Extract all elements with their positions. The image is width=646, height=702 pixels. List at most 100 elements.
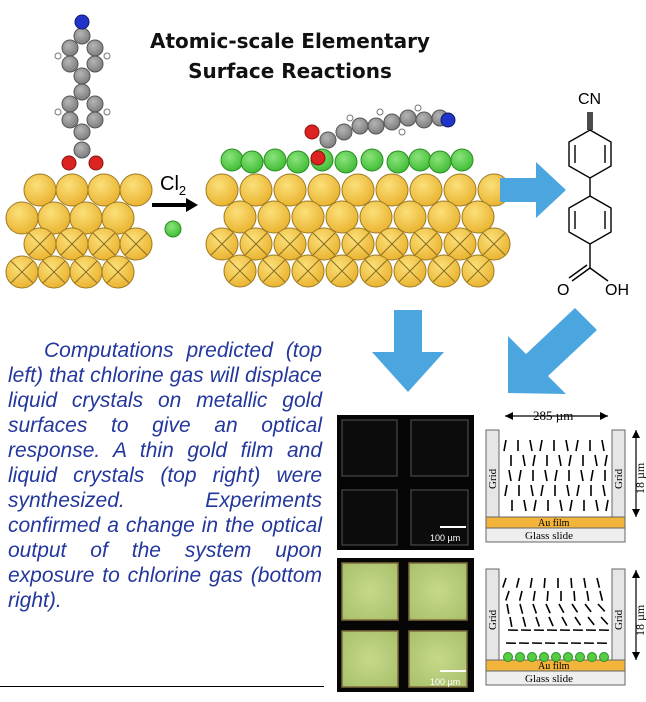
liquid-crystal-mark [532, 454, 536, 467]
chlorine-atom [450, 148, 474, 172]
hydrogen-atom [398, 128, 406, 136]
right-molecule [304, 104, 456, 166]
scalebar-label-bottom: 100 µm [430, 677, 460, 687]
chlorine-dot [575, 652, 585, 662]
liquid-crystal-mark [573, 590, 576, 602]
gold-atom [291, 200, 325, 234]
liquid-crystal-mark [571, 603, 579, 613]
liquid-crystal-mark [584, 603, 592, 613]
chlorine-atom [334, 150, 358, 174]
chlorine-atom [360, 148, 384, 172]
gold-atom [325, 200, 359, 234]
micrograph-after: 100 µm [337, 558, 474, 692]
reagent-label: Cl2 [160, 173, 186, 198]
chlorine-atom [386, 150, 410, 174]
liquid-crystal-mark [519, 603, 524, 614]
liquid-crystal-mark [565, 439, 569, 452]
liquid-crystal-mark [559, 499, 563, 512]
chlorine-dot [539, 652, 549, 662]
liquid-crystal-mark [561, 616, 568, 627]
description-text: Computations predicted (top left) that c… [8, 339, 322, 612]
hydrogen-atom [376, 108, 384, 116]
gold-atom [55, 173, 89, 207]
grid-label-right-top: Grid [613, 468, 625, 489]
liquid-crystal-mark [509, 616, 513, 627]
scalebar-label-top: 100 µm [430, 533, 460, 543]
gold-atom [119, 227, 153, 261]
gold-atom [5, 255, 39, 289]
liquid-crystal-mark [539, 439, 543, 452]
liquid-crystal-mark [543, 577, 546, 589]
carbon-atom [319, 131, 337, 149]
gold-atom [393, 254, 427, 288]
micrograph-before: 100 µm [337, 415, 474, 550]
gold-atom [341, 227, 375, 261]
oxygen-atom [310, 150, 326, 166]
liquid-crystal-mark [518, 590, 523, 601]
chlorine-atom-icon [164, 220, 182, 238]
right-arrow-icon [500, 162, 566, 218]
gold-atom [409, 227, 443, 261]
liquid-crystal-mark [506, 603, 510, 614]
liquid-crystal-mark [523, 499, 527, 512]
carbon-atom [61, 55, 79, 73]
liquid-crystal-mark [533, 499, 537, 512]
gold-atom [393, 200, 427, 234]
gold-atom [307, 173, 341, 207]
carbon-atom [415, 111, 433, 129]
gold-atom [239, 173, 273, 207]
chlorine-dot [563, 652, 573, 662]
chlorine-atom [428, 150, 452, 174]
gold-atom [461, 200, 495, 234]
liquid-crystal-mark [576, 484, 580, 497]
carbon-atom [86, 111, 104, 129]
carbon-atom [351, 117, 369, 135]
liquid-crystal-mark [586, 590, 590, 601]
liquid-crystal-mark [544, 469, 548, 482]
grid-label-left-top: Grid [487, 468, 499, 489]
liquid-crystal-mark [508, 469, 512, 482]
chlorine-atom [263, 148, 287, 172]
reagent-arrow [152, 198, 198, 212]
chlorine-dot [527, 652, 537, 662]
oxygen-atom [304, 124, 320, 140]
liquid-crystal-mark [558, 603, 565, 614]
gold-atom [409, 173, 443, 207]
right-gold-surface [205, 173, 511, 288]
carbon-atom [73, 27, 91, 45]
grid-label-left-bottom: Grid [487, 609, 499, 630]
gold-atom [23, 173, 57, 207]
gold-atom [55, 227, 89, 261]
grid-label-right-bottom: Grid [613, 609, 625, 630]
oxygen-atom [88, 155, 104, 171]
liquid-crystal-mark [587, 616, 595, 626]
liquid-crystal-mark [529, 577, 533, 588]
carbon-atom [367, 117, 385, 135]
carbon-atom [61, 95, 79, 113]
liquid-crystal-mark [548, 616, 554, 627]
carbon-atom [61, 39, 79, 57]
acid-o-label: O [557, 282, 569, 299]
gold-atom [443, 173, 477, 207]
chlorine-atom [286, 150, 310, 174]
gold-atom [427, 200, 461, 234]
carbon-atom [335, 123, 353, 141]
width-label: 285 µm [533, 408, 573, 423]
gold-atom [205, 173, 239, 207]
gold-atom [461, 254, 495, 288]
gold-atom [341, 173, 375, 207]
gold-atom [23, 227, 57, 261]
chlorine-dot [515, 652, 525, 662]
liquid-crystal-mark [583, 577, 587, 588]
liquid-crystal-mark [580, 469, 584, 482]
chlorine-atom [220, 148, 244, 172]
schematic-after [485, 568, 640, 686]
carbon-atom [399, 109, 417, 127]
gold-atom [239, 227, 273, 261]
schematic-before [485, 412, 640, 543]
height-label-bottom: 18 µm [633, 604, 646, 636]
liquid-crystal-mark [503, 439, 507, 452]
carbon-atom [86, 95, 104, 113]
liquid-crystal-mark [522, 616, 527, 627]
liquid-crystal-mark [590, 469, 594, 482]
